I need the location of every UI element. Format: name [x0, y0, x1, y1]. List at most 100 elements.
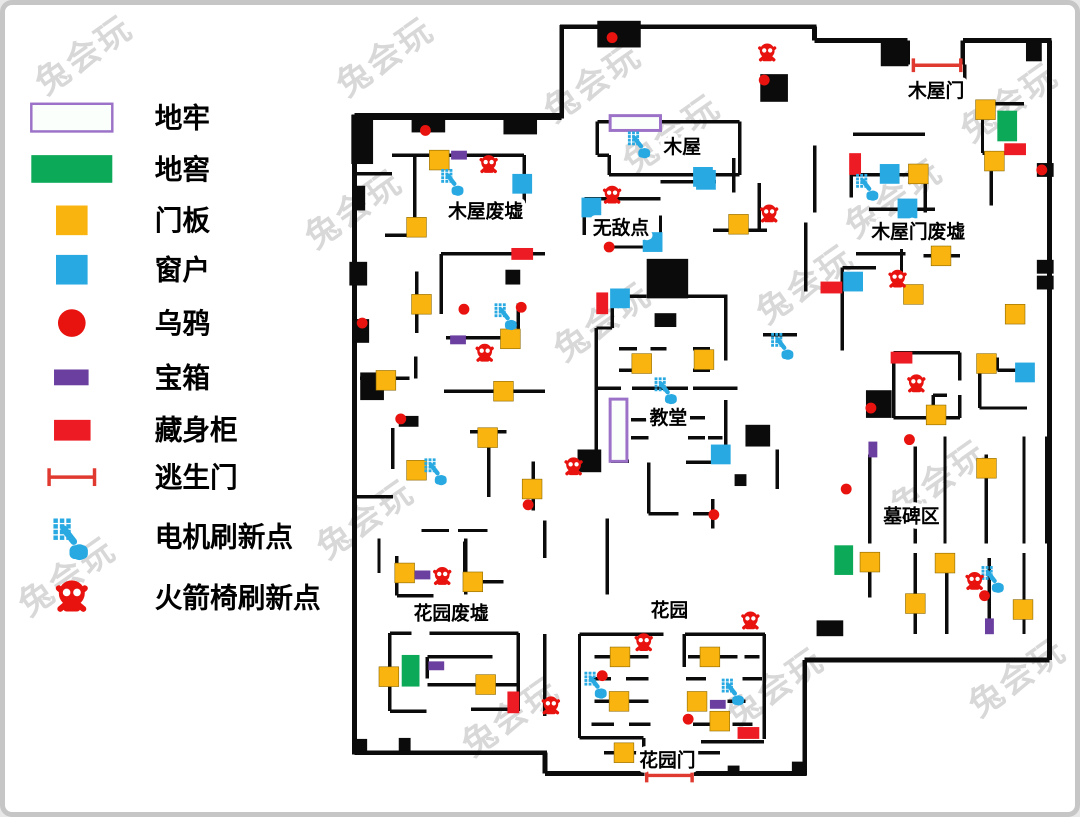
skull-eye [545, 701, 551, 706]
crow-icon [903, 434, 915, 446]
skull-eye [644, 637, 649, 643]
cabinet-icon [820, 281, 843, 294]
chest-icon [414, 570, 431, 580]
keypad-dot [441, 176, 445, 180]
finger [986, 570, 997, 584]
skull-jaw [437, 579, 448, 585]
rocket-chair-icon [479, 155, 498, 174]
legend-item-machine: 电机刷新点 [53, 518, 293, 561]
legend-label: 藏身柜 [155, 415, 238, 446]
area-label: 木屋废墟 [447, 199, 523, 221]
area-label: 木屋门 [907, 79, 964, 101]
keypad-dot [592, 671, 596, 675]
rocket-chair-icon [475, 343, 494, 362]
cabinet-icon [890, 351, 913, 364]
keypad-dot [588, 671, 592, 675]
skull-eye [911, 379, 916, 384]
skull-eye [751, 616, 756, 621]
skull-head [58, 580, 85, 607]
skull-eye [479, 348, 484, 353]
skull-head [604, 185, 620, 201]
legend-item-chest: 宝箱 [54, 362, 210, 393]
pillar-block [398, 737, 411, 751]
palm [666, 393, 677, 405]
palm [452, 185, 464, 196]
keypad-dot [53, 524, 58, 529]
palm [596, 688, 607, 699]
area-label: 无敌点 [593, 216, 649, 238]
finger [499, 307, 510, 321]
keypad-dot [494, 306, 498, 310]
legend-cellar-swatch [31, 155, 113, 183]
keypad-dot [59, 535, 65, 540]
keypad-dot [860, 184, 864, 188]
cipher-machine-icon [424, 458, 447, 486]
skull-eye [568, 462, 573, 467]
rocket-chair-icon [758, 43, 777, 62]
legend-label: 门板 [155, 205, 211, 236]
pillar-block [646, 258, 689, 299]
keypad-dot [658, 377, 662, 381]
window-icon [696, 169, 716, 190]
palm [436, 474, 447, 486]
palm [733, 695, 744, 706]
pillar-block [597, 20, 641, 48]
keypad-dot [654, 388, 658, 392]
rocket-chair-icon [541, 696, 561, 715]
pillar-block [734, 474, 747, 487]
legend-item-pallet: 门板 [55, 205, 211, 236]
hand-shape [60, 525, 88, 561]
pallet-icon [859, 551, 881, 573]
legend-label: 地窖 [155, 154, 210, 185]
keypad-dot [856, 184, 859, 188]
window-icon [843, 271, 863, 292]
keypad-dot [627, 138, 631, 142]
rocket-chair-icon [564, 457, 583, 476]
window-icon [581, 197, 602, 218]
hand-shape [632, 135, 651, 159]
keypad-dot [721, 682, 725, 686]
window-icon [897, 198, 918, 219]
skull-jaw [969, 584, 980, 590]
skull-eye [762, 48, 767, 53]
watermark-text: 兔会玩 [310, 472, 422, 566]
keypad-dot [721, 689, 725, 693]
pallet-icon [406, 460, 427, 481]
keypad-dot [989, 566, 993, 569]
keypad-dot [584, 675, 588, 679]
keypad-dot [584, 671, 588, 675]
crow-icon [522, 499, 534, 511]
crow-icon [419, 125, 431, 136]
skull-eye [485, 348, 490, 353]
keypad-dot [981, 566, 985, 569]
cipher-machine-icon [53, 518, 88, 561]
cipher-machine-icon [856, 173, 879, 201]
keypad-dot [502, 306, 506, 310]
skull-head [967, 571, 983, 587]
cabinet-icon [1004, 143, 1026, 156]
pallet-icon [394, 562, 415, 584]
skull-eye [489, 159, 494, 165]
skull-eye [612, 190, 618, 195]
hand-shape [588, 676, 607, 699]
legend-crow-swatch [57, 309, 86, 337]
cipher-machine-icon [981, 566, 1004, 593]
palm [639, 148, 650, 159]
area-label: 花园门 [639, 749, 695, 771]
pillar-block [352, 185, 366, 211]
pallet-icon [477, 427, 498, 448]
keypad-dot [779, 336, 783, 340]
legend-item-chair: 火箭椅刷新点 [55, 580, 321, 614]
skull-head [759, 43, 775, 59]
keypad-dot [654, 384, 658, 388]
legend-label: 乌鸦 [155, 308, 210, 339]
pillar-block [1025, 40, 1042, 62]
window-icon [610, 288, 630, 309]
keypad-dot [654, 381, 658, 384]
area-label: 木屋 [662, 135, 701, 157]
skull-head [742, 611, 758, 627]
rocket-chair-icon [907, 374, 926, 393]
keypad-dot [989, 569, 993, 573]
rocket-chair-icon [759, 204, 779, 223]
